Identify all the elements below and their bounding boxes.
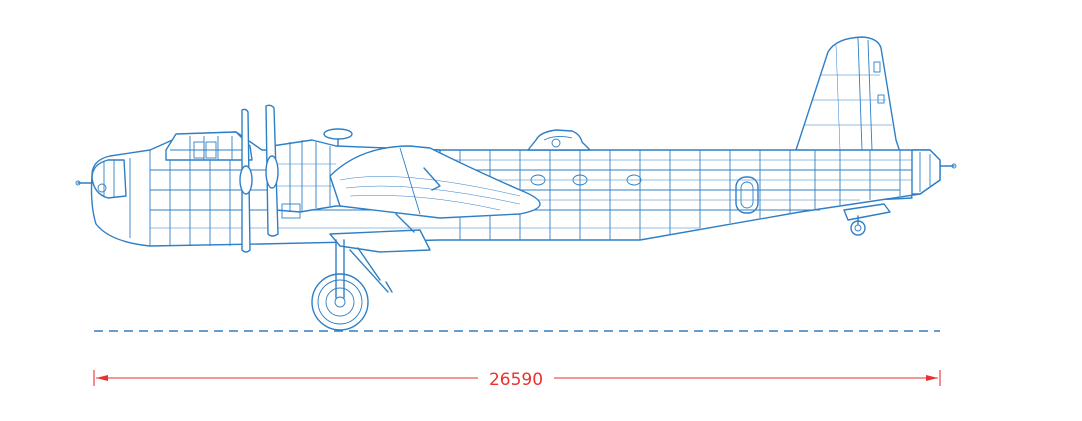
tail-turret [911, 149, 957, 195]
tail-fin [795, 36, 901, 153]
tail-wheel [843, 203, 891, 236]
main-wheel [311, 273, 369, 331]
dorsal-turret [527, 129, 591, 151]
length-dimension: 26590 [93, 370, 941, 390]
cockpit [165, 131, 253, 161]
wing [329, 145, 541, 219]
main-landing-gear [311, 213, 431, 331]
fuselage-window [626, 174, 642, 186]
nose-turret [75, 159, 127, 199]
propeller-front [239, 108, 253, 253]
length-dimension-label: 26590 [489, 370, 543, 390]
fuselage-window [572, 174, 588, 186]
fuselage-window [530, 174, 546, 186]
fuselage-door [735, 176, 759, 214]
propeller-rear [265, 104, 279, 237]
